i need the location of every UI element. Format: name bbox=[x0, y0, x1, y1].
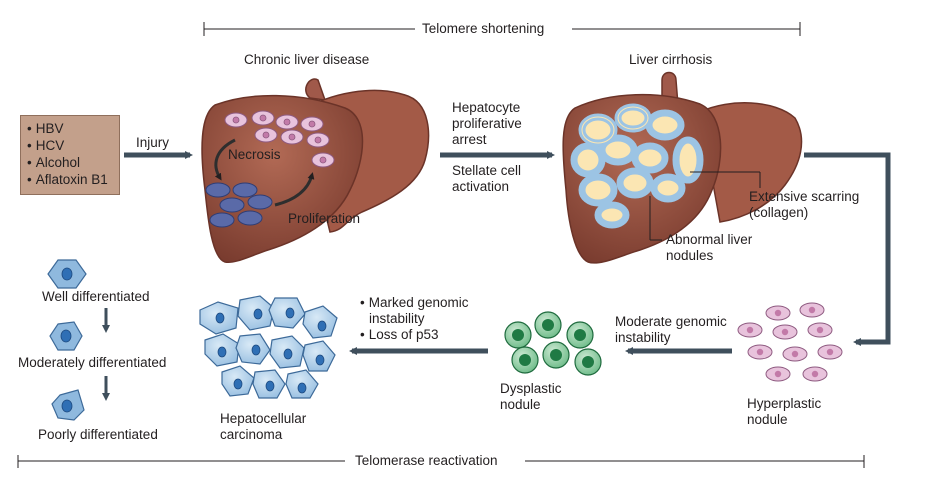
necrosis-label: Necrosis bbox=[228, 147, 281, 162]
differentiation-legend bbox=[47, 259, 110, 421]
scarring-label-1: Extensive scarring bbox=[749, 189, 860, 204]
top-bracket-label: Telomere shortening bbox=[422, 21, 545, 36]
hyperplastic-label-2: nodule bbox=[747, 412, 788, 427]
causes-box: HBV HCV Alcohol Aflatoxin B1 bbox=[20, 115, 120, 195]
loss-of-p53: Loss of p53 bbox=[360, 327, 439, 343]
transition-line-5: activation bbox=[452, 179, 510, 194]
chronic-liver-illustration bbox=[201, 78, 430, 264]
nodules-label-2: nodules bbox=[666, 248, 714, 263]
chronic-liver-title: Chronic liver disease bbox=[244, 52, 370, 67]
well-differentiated-label: Well differentiated bbox=[42, 289, 150, 304]
cause-item: HCV bbox=[27, 137, 119, 154]
transition-line-4: Stellate cell bbox=[452, 163, 522, 178]
cause-item: Aflatoxin B1 bbox=[27, 171, 119, 188]
moderate-instability-2: instability bbox=[615, 330, 671, 345]
proliferation-label: Proliferation bbox=[288, 211, 361, 226]
dysplastic-cells bbox=[504, 311, 602, 376]
marked-instability-1: Marked genomic bbox=[360, 295, 469, 311]
cirrhosis-liver-illustration bbox=[562, 71, 803, 264]
scarring-label-2: (collagen) bbox=[749, 205, 809, 220]
cause-item: Alcohol bbox=[27, 154, 119, 171]
hyperplastic-arrow bbox=[804, 152, 891, 346]
moderately-differentiated-label: Moderately differentiated bbox=[18, 355, 167, 370]
transition-line-1: Hepatocyte bbox=[452, 100, 521, 115]
nodules-label-1: Abnormal liver bbox=[666, 232, 753, 247]
hcc-cells bbox=[199, 295, 338, 399]
bottom-bracket bbox=[17, 455, 865, 468]
hyperplastic-cells bbox=[737, 302, 843, 382]
hcc-label-1: Hepatocellular bbox=[220, 411, 307, 426]
marked-instability-2: instability bbox=[369, 311, 425, 326]
transition-line-2: proliferative bbox=[452, 116, 522, 131]
moderate-instability-1: Moderate genomic bbox=[615, 314, 727, 329]
bottom-bracket-label: Telomerase reactivation bbox=[355, 453, 498, 468]
top-bracket bbox=[203, 22, 801, 36]
hyperplastic-label-1: Hyperplastic bbox=[747, 396, 822, 411]
transition-line-3: arrest bbox=[452, 132, 487, 147]
cause-item: HBV bbox=[27, 120, 119, 137]
dysplastic-label-1: Dysplastic bbox=[500, 381, 562, 396]
poorly-differentiated-label: Poorly differentiated bbox=[38, 427, 158, 442]
dysplastic-label-2: nodule bbox=[500, 397, 541, 412]
cirrhosis-title: Liver cirrhosis bbox=[629, 52, 713, 67]
hcc-label-2: carcinoma bbox=[220, 427, 283, 442]
injury-label: Injury bbox=[136, 135, 170, 150]
